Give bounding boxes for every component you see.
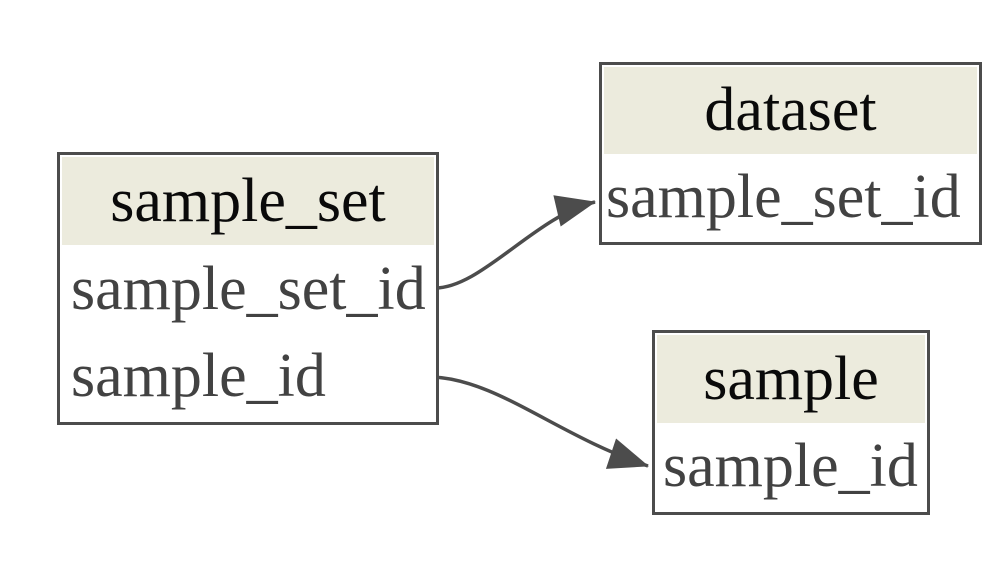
entity-sample-title: sample — [657, 335, 925, 423]
entity-sample-field-sample-id: sample_id — [657, 422, 925, 510]
entity-sample: sample sample_id — [652, 330, 930, 515]
entity-sample-set: sample_set sample_set_id sample_id — [57, 152, 439, 425]
relation-arrow-sampleset-to-sample — [432, 375, 649, 469]
entity-dataset-field-sample-set-id: sample_set_id — [604, 153, 977, 240]
relation-arrow-sampleset-to-dataset — [432, 195, 596, 290]
entity-dataset-title: dataset — [604, 67, 977, 154]
entity-sample-set-field-sample-set-id: sample_set_id — [62, 244, 434, 333]
entity-dataset: dataset sample_set_id — [599, 62, 982, 245]
entity-sample-set-field-sample-id: sample_id — [62, 332, 434, 421]
entity-sample-set-title: sample_set — [62, 157, 434, 245]
